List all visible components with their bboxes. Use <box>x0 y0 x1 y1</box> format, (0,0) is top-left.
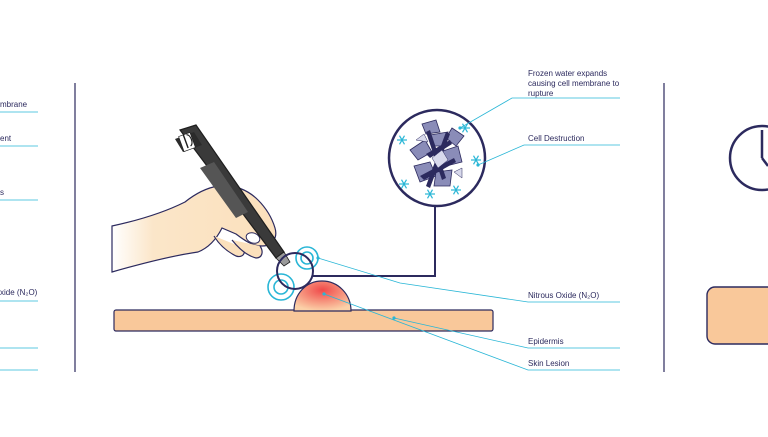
left-label-membrane: mbrane <box>0 100 28 109</box>
zoom-connector <box>313 193 436 277</box>
epidermis-layer <box>113 309 494 332</box>
skin-lesion <box>293 280 352 312</box>
left-label-s: s <box>0 188 4 197</box>
label-skin-lesion: Skin Lesion <box>528 359 570 368</box>
right-skin-box <box>706 286 768 345</box>
callout-dots <box>316 126 480 320</box>
label-frozen-water: Frozen water expands causing cell membra… <box>528 69 620 98</box>
label-cell-destruction: Cell Destruction <box>528 134 585 143</box>
left-label-oxide: xide (N₂O) <box>0 288 38 297</box>
label-epidermis: Epidermis <box>528 337 564 346</box>
clock-icon <box>728 124 768 192</box>
snowflake-icon <box>397 123 481 199</box>
tip-magnifier-ring <box>276 252 314 290</box>
cryo-pen <box>175 124 291 267</box>
left-label-ent: ent <box>0 134 12 143</box>
label-nitrous-oxide: Nitrous Oxide (N₂O) <box>528 291 600 300</box>
left-panel-rules <box>0 111 38 371</box>
cell-zoom-view <box>387 108 487 208</box>
callout-leaders <box>317 97 620 371</box>
hand <box>111 185 277 273</box>
